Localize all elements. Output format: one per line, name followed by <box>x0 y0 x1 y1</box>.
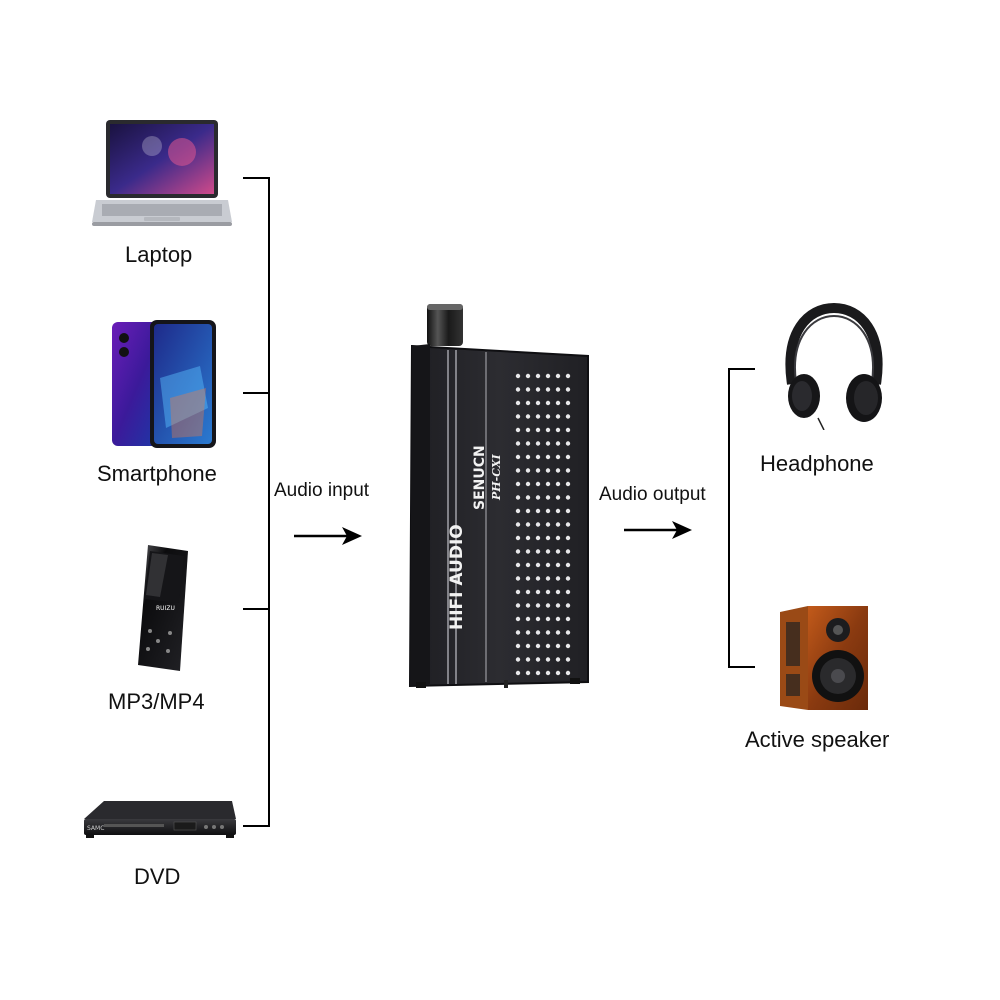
amplifier-icon: HIFI AUDIO SENUCN PH-CXI <box>408 304 589 688</box>
speaker-icon <box>780 606 868 710</box>
output-arrow-icon <box>624 521 692 539</box>
dvd-player-icon: SAMC <box>84 801 236 838</box>
input-connector-smartphone <box>243 392 270 394</box>
output-connector-headphone <box>728 368 755 370</box>
input-connector-mp3 <box>243 608 270 610</box>
mp3-player-icon: RUIZU <box>138 545 188 671</box>
output-bracket-vertical <box>728 368 730 668</box>
input-arrow-icon <box>294 527 362 545</box>
headphone-icon <box>785 302 883 430</box>
amplifier-model: PH-CXI <box>490 453 503 501</box>
mp3-logo: RUIZU <box>156 605 175 612</box>
audio-input-label: Audio input <box>274 480 370 501</box>
output-connector-speaker <box>728 666 755 668</box>
output-label-speaker: Active speaker <box>745 727 890 752</box>
laptop-icon <box>92 120 232 226</box>
input-connector-laptop <box>243 177 270 179</box>
output-label-headphone: Headphone <box>760 451 874 476</box>
amplifier-side-text: HIFI AUDIO <box>447 524 467 630</box>
audio-output-label: Audio output <box>599 484 706 505</box>
input-connector-dvd <box>243 825 270 827</box>
smartphone-icon <box>112 320 216 448</box>
input-label-mp3: MP3/MP4 <box>108 689 205 714</box>
dvd-logo: SAMC <box>87 825 104 832</box>
input-bracket-vertical <box>268 177 270 827</box>
vent-grid <box>515 373 571 676</box>
amplifier-brand: SENUCN <box>472 445 488 510</box>
input-label-laptop: Laptop <box>125 242 193 267</box>
input-label-dvd: DVD <box>134 864 181 889</box>
input-label-smartphone: Smartphone <box>97 461 217 486</box>
